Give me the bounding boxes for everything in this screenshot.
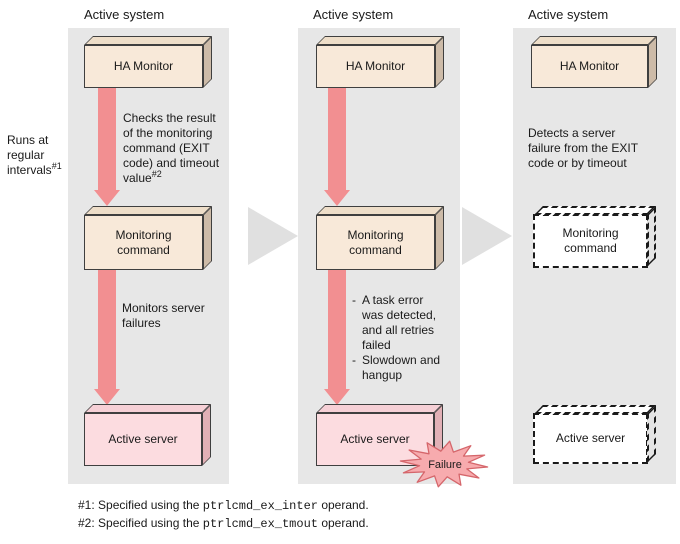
arrow-head-icon [94, 389, 120, 405]
down-arrow [324, 88, 350, 206]
footnote-ref-2: #2 [151, 169, 162, 179]
failure-starburst: Failure [399, 440, 489, 488]
footnote-text: operand. [317, 516, 369, 530]
note-line: failure from the EXIT [528, 141, 639, 155]
note-line: and all retries [362, 323, 435, 337]
list-dash: - [352, 293, 356, 307]
flow-triangle-icon [462, 207, 512, 265]
left-note-line: regular [7, 148, 45, 162]
left-note: Runs at regular intervals#1 [7, 133, 62, 178]
note-line: failed [362, 338, 391, 352]
list-dash: - [352, 353, 356, 367]
footnote-text: operand. [317, 498, 369, 512]
footnote-ref-1: #1 [51, 161, 62, 171]
arrow-head-icon [324, 389, 350, 405]
left-note-line: intervals#1 [7, 161, 62, 178]
ha-monitor-box: HA Monitor [316, 45, 435, 88]
footnote-text: #2: Specified using the [78, 516, 203, 530]
note-line: code or by timeout [528, 156, 627, 170]
note-line: Monitors server [122, 301, 205, 315]
monitoring-command-label: command [564, 241, 617, 255]
panel-3-title: Active system [528, 7, 609, 22]
panel-1-title: Active system [84, 7, 165, 22]
monitoring-command-label: command [349, 242, 402, 257]
failure-label: Failure [428, 459, 462, 471]
monitoring-command-box: Monitoring command [316, 215, 435, 270]
down-arrow [94, 88, 120, 206]
down-arrow [94, 270, 120, 405]
footnotes: #1: Specified using the ptrlcmd_ex_inter… [78, 497, 369, 533]
note-line: Detects a server [528, 126, 616, 140]
arrow-shaft [98, 88, 116, 191]
active-server-box: Active server [316, 413, 434, 466]
note-line: A task error [362, 293, 424, 307]
active-server-box: Active server [84, 413, 202, 466]
monitoring-command-box: Monitoring command [84, 215, 203, 270]
panel-3-note-detects-failure: Detects a server failure from the EXIT c… [528, 126, 638, 171]
active-server-label: Active server [108, 432, 178, 446]
note-line: Slowdown and [362, 353, 441, 367]
arrow-note-checks-result: Checks the result of the monitoring comm… [123, 111, 219, 186]
ha-monitor-box: HA Monitor [84, 45, 203, 88]
footnote-text: #1: Specified using the [78, 498, 203, 512]
arrow-note-task-error: - A task error was detected, and all ret… [352, 293, 440, 383]
monitoring-command-label: Monitoring [562, 226, 619, 240]
list-item-lines: A task error was detected, and all retri… [362, 293, 436, 353]
arrow-head-icon [324, 190, 350, 206]
list-item-lines: Slowdown and hangup [362, 353, 440, 383]
operand-code: ptrlcmd_ex_inter [202, 499, 318, 513]
ha-monitor-label: HA Monitor [559, 59, 620, 73]
ha-monitor-label: HA Monitor [113, 59, 174, 73]
footnote-1: #1: Specified using the ptrlcmd_ex_inter… [78, 497, 369, 515]
arrow-shaft [328, 270, 346, 390]
active-server-label: Active server [340, 432, 410, 446]
note-line: failures [122, 316, 161, 330]
ha-monitor-box: HA Monitor [531, 45, 648, 88]
arrow-shaft [98, 270, 116, 390]
active-server-box-dashed: Active server [533, 413, 648, 464]
ha-monitor-label: HA Monitor [345, 59, 406, 73]
monitoring-command-label: command [117, 242, 170, 257]
note-text: value [123, 171, 152, 185]
left-note-text: intervals [7, 163, 52, 177]
flow-triangle-icon [248, 207, 298, 265]
note-line: was detected, [362, 308, 437, 322]
starburst-shape [399, 440, 489, 488]
arrow-shaft [328, 88, 346, 191]
active-server-label: Active server [555, 431, 626, 445]
monitoring-command-label: Monitoring [115, 227, 172, 242]
note-line: value#2 [123, 169, 219, 186]
note-line: code) and timeout [123, 156, 220, 170]
note-line: of the monitoring [123, 126, 213, 140]
footnote-2: #2: Specified using the ptrlcmd_ex_tmout… [78, 515, 369, 533]
arrow-head-icon [94, 190, 120, 206]
panel-2-title: Active system [313, 7, 394, 22]
operand-code: ptrlcmd_ex_tmout [202, 517, 318, 531]
note-line: command (EXIT [123, 141, 210, 155]
note-list-item: - A task error was detected, and all ret… [352, 293, 440, 353]
note-list-item: - Slowdown and hangup [352, 353, 440, 383]
down-arrow [324, 270, 350, 405]
note-line: Checks the result [123, 111, 216, 125]
arrow-note-monitors-failures: Monitors server failures [122, 301, 205, 331]
monitoring-command-box-dashed: Monitoring command [533, 214, 648, 268]
left-note-line: Runs at [7, 133, 49, 147]
monitoring-command-label: Monitoring [347, 227, 404, 242]
note-line: hangup [362, 368, 403, 382]
